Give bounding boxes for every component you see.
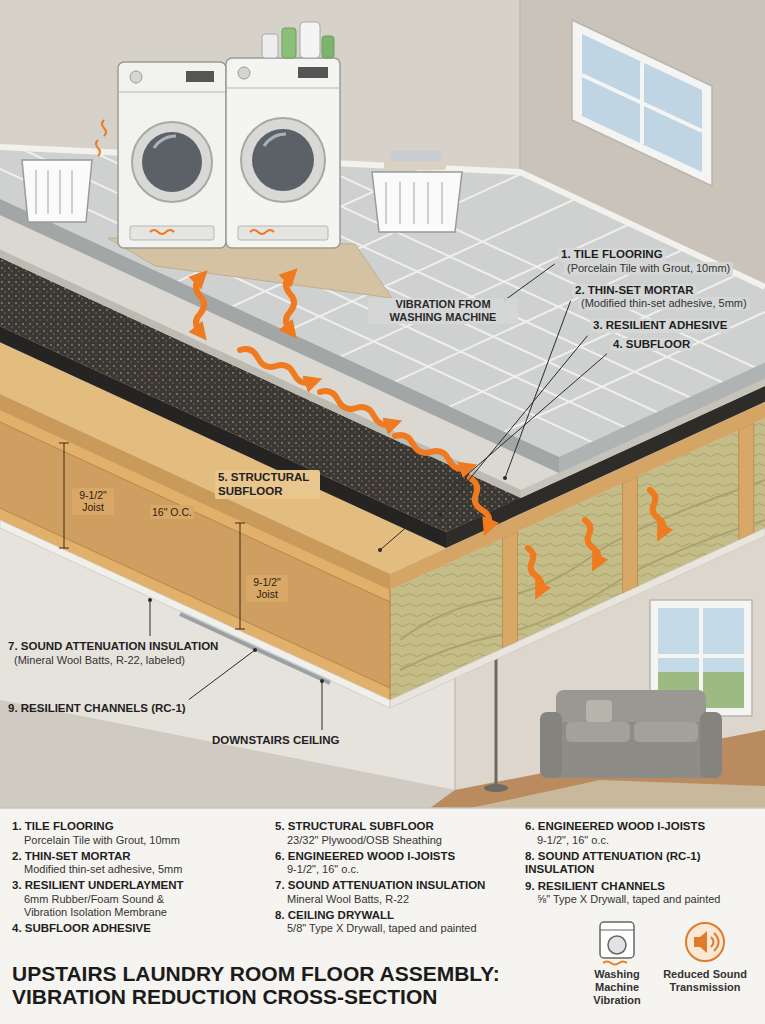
callout-label: 9. RESILIENT CHANNELS (RC-1) bbox=[8, 702, 186, 716]
leader-dot bbox=[378, 548, 382, 552]
list-heading: 6. ENGINEERED WOOD I-JOISTS bbox=[275, 850, 455, 864]
leader-line bbox=[380, 354, 607, 550]
leader-dot bbox=[503, 476, 507, 480]
callout-note: (Modified thin-set adhesive, 5mm) bbox=[578, 297, 750, 310]
callout-label: 7. SOUND ATTENUATION INSULATION bbox=[8, 640, 218, 654]
leader-line bbox=[505, 264, 555, 300]
legend-label: Reduced Sound Transmission bbox=[659, 968, 751, 994]
callout-note: (Porcelain Tile with Grout, 10mm) bbox=[564, 262, 733, 275]
list-note: 9-1/2", 16" o.c. bbox=[287, 863, 359, 876]
leader-dot bbox=[148, 598, 152, 602]
list-heading: 8. SOUND ATTENUATION (RC-1) INSULATION bbox=[525, 850, 740, 877]
list-heading: 7. SOUND ATTENUATION INSULATION bbox=[275, 879, 485, 893]
list-note: 23/32" Plywood/OSB Sheathing bbox=[287, 834, 442, 847]
washer-icon bbox=[600, 922, 634, 965]
list-note: Modified thin-set adhesive, 5mm bbox=[24, 863, 182, 876]
list-heading: 1. TILE FLOORING bbox=[12, 820, 114, 834]
leader-line bbox=[322, 681, 323, 730]
list-note: ⅝" Type X Drywall, taped and painted bbox=[537, 893, 720, 906]
leader-line bbox=[505, 301, 571, 478]
callout-label: DOWNSTAIRS CEILING bbox=[212, 734, 340, 748]
dimension-label: 16" O.C. bbox=[150, 505, 194, 519]
leader-dot bbox=[438, 513, 442, 517]
callout-label: 5. STRUCTURAL SUBFLOOR bbox=[215, 470, 320, 499]
leader-line bbox=[189, 650, 255, 700]
list-heading: 9. RESILIENT CHANNELS bbox=[525, 880, 665, 894]
callout-label: 2. THIN-SET MORTAR bbox=[572, 284, 697, 298]
list-heading: 3. RESILIENT UNDERLAYMENT bbox=[12, 879, 183, 893]
leader-dot bbox=[253, 648, 257, 652]
list-note: Porcelain Tile with Grout, 10mm bbox=[24, 834, 180, 847]
callout-label: 3. RESILIENT ADHESIVE bbox=[590, 319, 730, 333]
legend-label: Washing Machine Vibration bbox=[574, 968, 660, 1007]
leader-line bbox=[150, 600, 151, 636]
list-heading: 8. CEILING DRYWALL bbox=[275, 909, 394, 923]
list-heading: 2. THIN-SET MORTAR bbox=[12, 850, 131, 864]
list-heading: 4. SUBFLOOR ADHESIVE bbox=[12, 922, 151, 936]
dimension-label: 9-1/2" Joist bbox=[72, 488, 114, 515]
vibration-label: VIBRATION FROM WASHING MACHINE bbox=[368, 298, 518, 324]
callout-label: 4. SUBFLOOR bbox=[610, 338, 693, 352]
list-note: 6mm Rubber/Foam Sound & Vibration Isolat… bbox=[24, 893, 194, 919]
dimension-label: 9-1/2" Joist bbox=[246, 575, 288, 602]
list-note: Mineral Wool Batts, R-22 bbox=[287, 893, 409, 906]
list-note: 9-1/2", 16" o.c. bbox=[537, 834, 609, 847]
list-heading: 6. ENGINEERED WOOD I-JOISTS bbox=[525, 820, 705, 834]
leader-dot bbox=[320, 679, 324, 683]
diagram-title: UPSTAIRS LAUNDRY ROOM FLOOR ASSEMBLY: VI… bbox=[12, 962, 557, 1008]
list-note: 5/8" Type X Drywall, taped and painted bbox=[287, 922, 477, 935]
leader-line bbox=[440, 336, 587, 515]
callout-note: (Mineral Wool Batts, R-22, labeled) bbox=[14, 654, 185, 667]
list-heading: 5. STRUCTURAL SUBFLOOR bbox=[275, 820, 434, 834]
sound-icon bbox=[686, 923, 724, 961]
callout-label: 1. TILE FLOORING bbox=[558, 248, 666, 262]
